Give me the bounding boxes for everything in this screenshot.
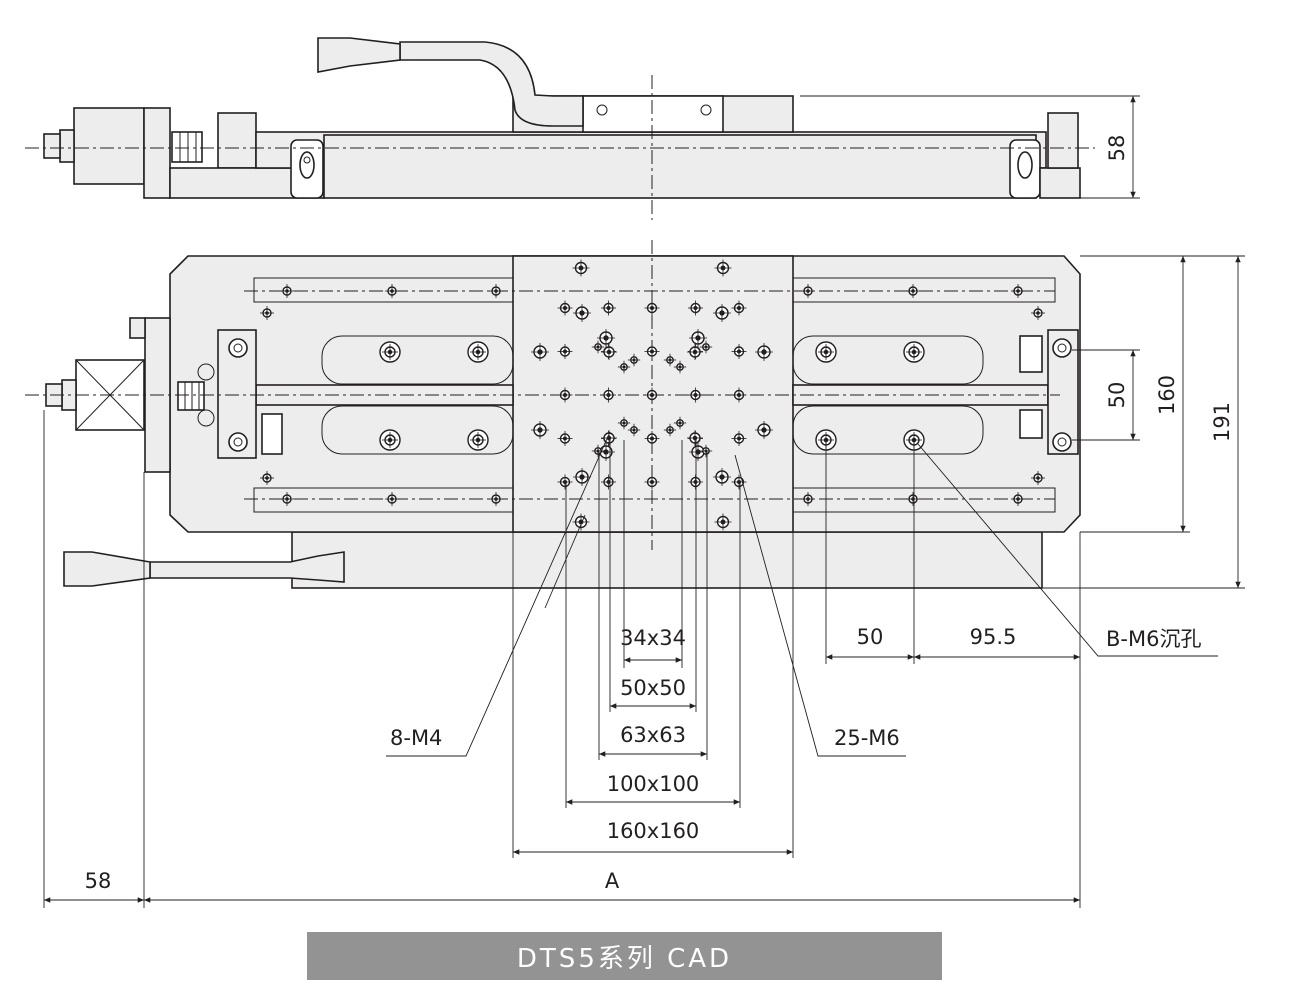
side-view: 58 [25,37,1140,220]
label-b-m6: B-M6沉孔 [1106,627,1201,651]
caption-bar: DTS5系列 CAD [307,932,942,980]
carriage-holes [260,259,1045,531]
dim-pitch-50: 50 [1105,382,1129,409]
grid-dimensions: 34x34 50x50 63x63 100x100 160x160 50 95.… [43,410,1218,908]
side-coupling [171,131,203,163]
side-left-block [217,112,257,169]
dim-width-191: 191 [1210,402,1234,442]
side-carriage-top [582,95,724,133]
dim-grid-34: 34x34 [620,626,686,650]
side-cable-plug [317,37,401,73]
side-motor-connector [59,129,75,163]
top-cable-plug [63,551,151,587]
dim-grid-50: 50x50 [620,676,686,700]
side-connector-plug [43,133,61,159]
dim-side-height: 58 [1105,135,1129,162]
top-coupling [177,381,205,411]
caption-text: DTS5系列 CAD [516,943,733,974]
side-base-right [1039,167,1081,199]
dim-A: A [605,869,620,893]
label-8-m4: 8-M4 [390,726,442,750]
dim-grid-100: 100x100 [607,772,700,796]
dim-95-5: 95.5 [970,625,1017,649]
top-base-lower [291,531,1043,589]
dim-58: 58 [85,869,112,893]
side-motor [73,107,145,185]
top-cable [149,551,345,583]
top-view: 50 160 191 [25,240,1245,589]
dim-50: 50 [857,625,884,649]
side-body [323,134,1037,199]
label-25-m6: 25-M6 [834,726,900,750]
dim-grid-63: 63x63 [620,723,686,747]
side-right-block [1047,112,1079,169]
side-motor-flange [143,107,171,199]
dim-width-160: 160 [1155,375,1179,415]
side-cable [399,41,584,127]
dim-grid-160: 160x160 [607,819,700,843]
